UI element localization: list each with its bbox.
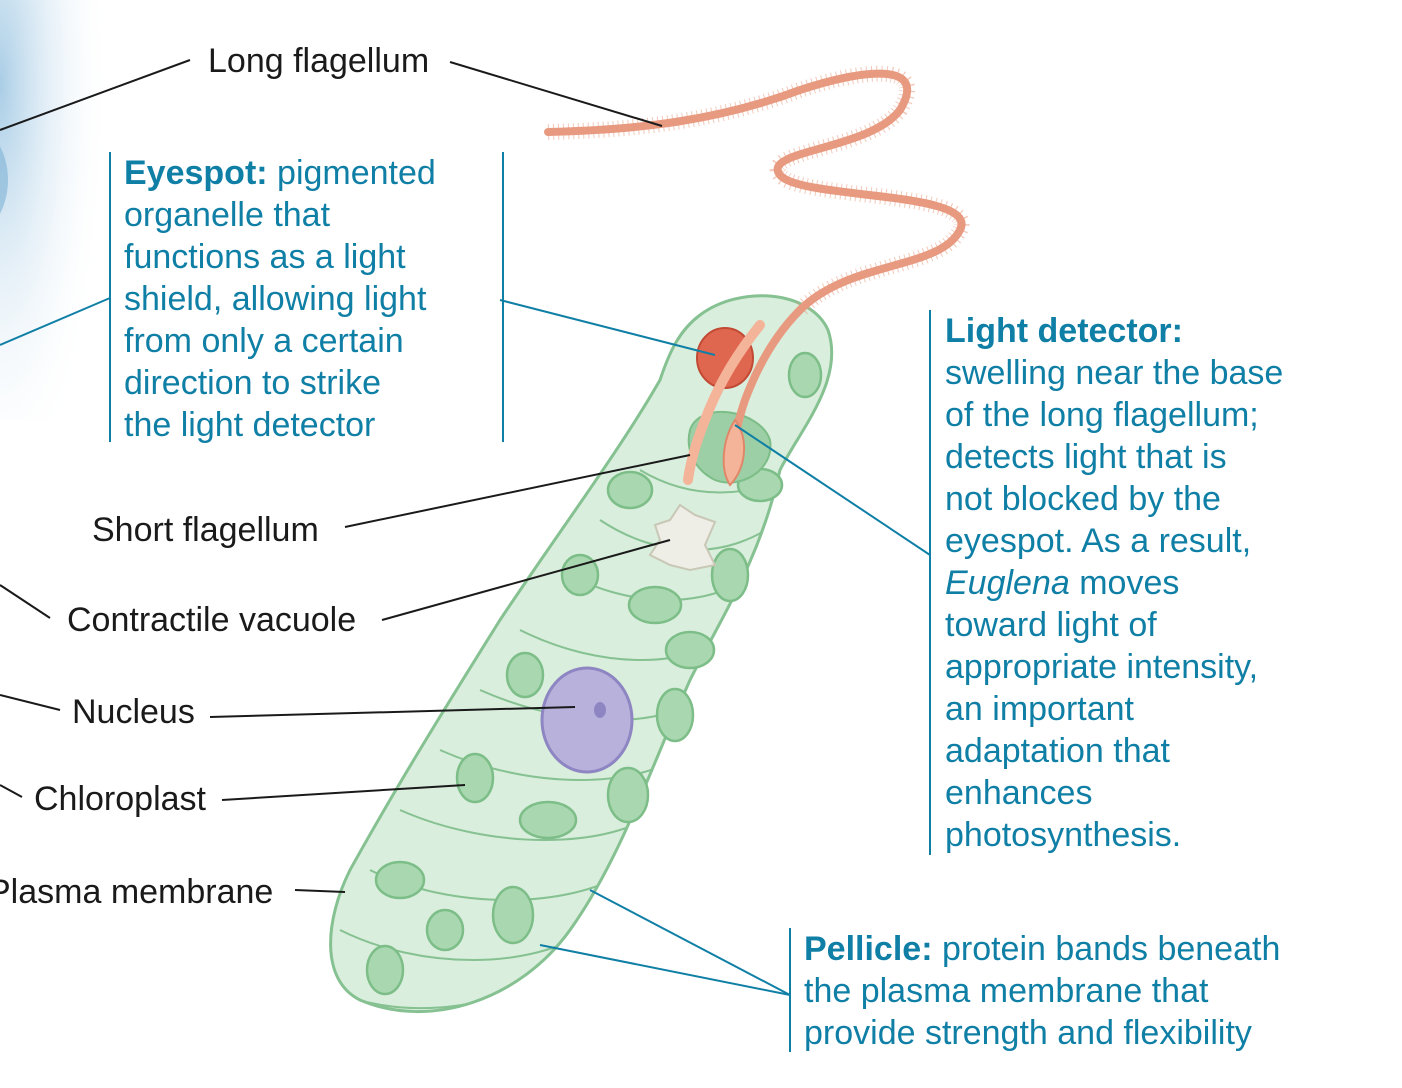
chloroplast: [425, 908, 465, 952]
chloroplast: [518, 800, 578, 840]
eyespot-line: shield, allowing light: [124, 280, 427, 318]
chloroplast: [606, 766, 650, 824]
label-chloroplast: Chloroplast: [34, 780, 207, 818]
chloroplast: [455, 752, 495, 804]
adjacent-panel-edge: [0, 146, 8, 214]
eyespot-term: Eyespot:: [124, 154, 268, 192]
chloroplast: [560, 553, 600, 597]
chloroplast: [710, 547, 750, 603]
label-nucleus: Nucleus: [72, 693, 195, 731]
label-plasma-membrane: Plasma membrane: [0, 873, 273, 911]
light-detector-shape: [722, 418, 746, 487]
eyespot-shape: [696, 327, 754, 389]
chloroplast: [787, 351, 823, 399]
eyespot-line: the light detector: [124, 406, 376, 444]
label-short-flagellum: Short flagellum: [92, 511, 319, 549]
short-flagellum-shape: [683, 320, 765, 485]
chloroplast: [655, 687, 695, 743]
black-leader-lines: [0, 59, 691, 893]
blue-leader-lines: [0, 297, 931, 996]
chloroplasts: [365, 351, 823, 996]
label-long-flagellum: Long flagellum: [208, 42, 429, 80]
chloroplast: [374, 860, 426, 900]
eyespot-line: functions as a light: [124, 238, 406, 276]
eyespot-line: direction to strike: [124, 364, 381, 402]
nucleolus: [594, 702, 606, 718]
light-detector-term: Light detector:: [945, 312, 1183, 350]
chloroplast: [627, 585, 683, 625]
eyespot-line: pigmented: [277, 154, 436, 192]
chloroplast: [365, 944, 405, 996]
eyespot-line: organelle that: [124, 196, 331, 234]
euglena-italic: Euglena: [945, 564, 1070, 602]
light-detector-note: Light detector: swelling near the base o…: [929, 310, 1385, 855]
contractile-vacuole-shape: [648, 503, 717, 572]
pellicle-note: Pellicle: protein bands beneath the plas…: [789, 928, 1402, 1052]
chloroplast: [606, 470, 654, 510]
eyespot-line: from only a certain: [124, 322, 404, 360]
long-flagellum-hairs: [547, 65, 970, 316]
pellicle-term: Pellicle:: [804, 930, 933, 968]
chloroplast: [491, 885, 535, 945]
eyespot-note: Eyespot: pigmented organelle that functi…: [109, 152, 504, 444]
chloroplast: [664, 630, 716, 670]
long-flagellum-shape: [544, 69, 966, 474]
nucleus-shape: [540, 666, 634, 774]
chloroplast: [505, 651, 545, 699]
label-contractile-vacuole: Contractile vacuole: [67, 601, 356, 639]
adjacent-panel-glow: [0, 0, 110, 420]
